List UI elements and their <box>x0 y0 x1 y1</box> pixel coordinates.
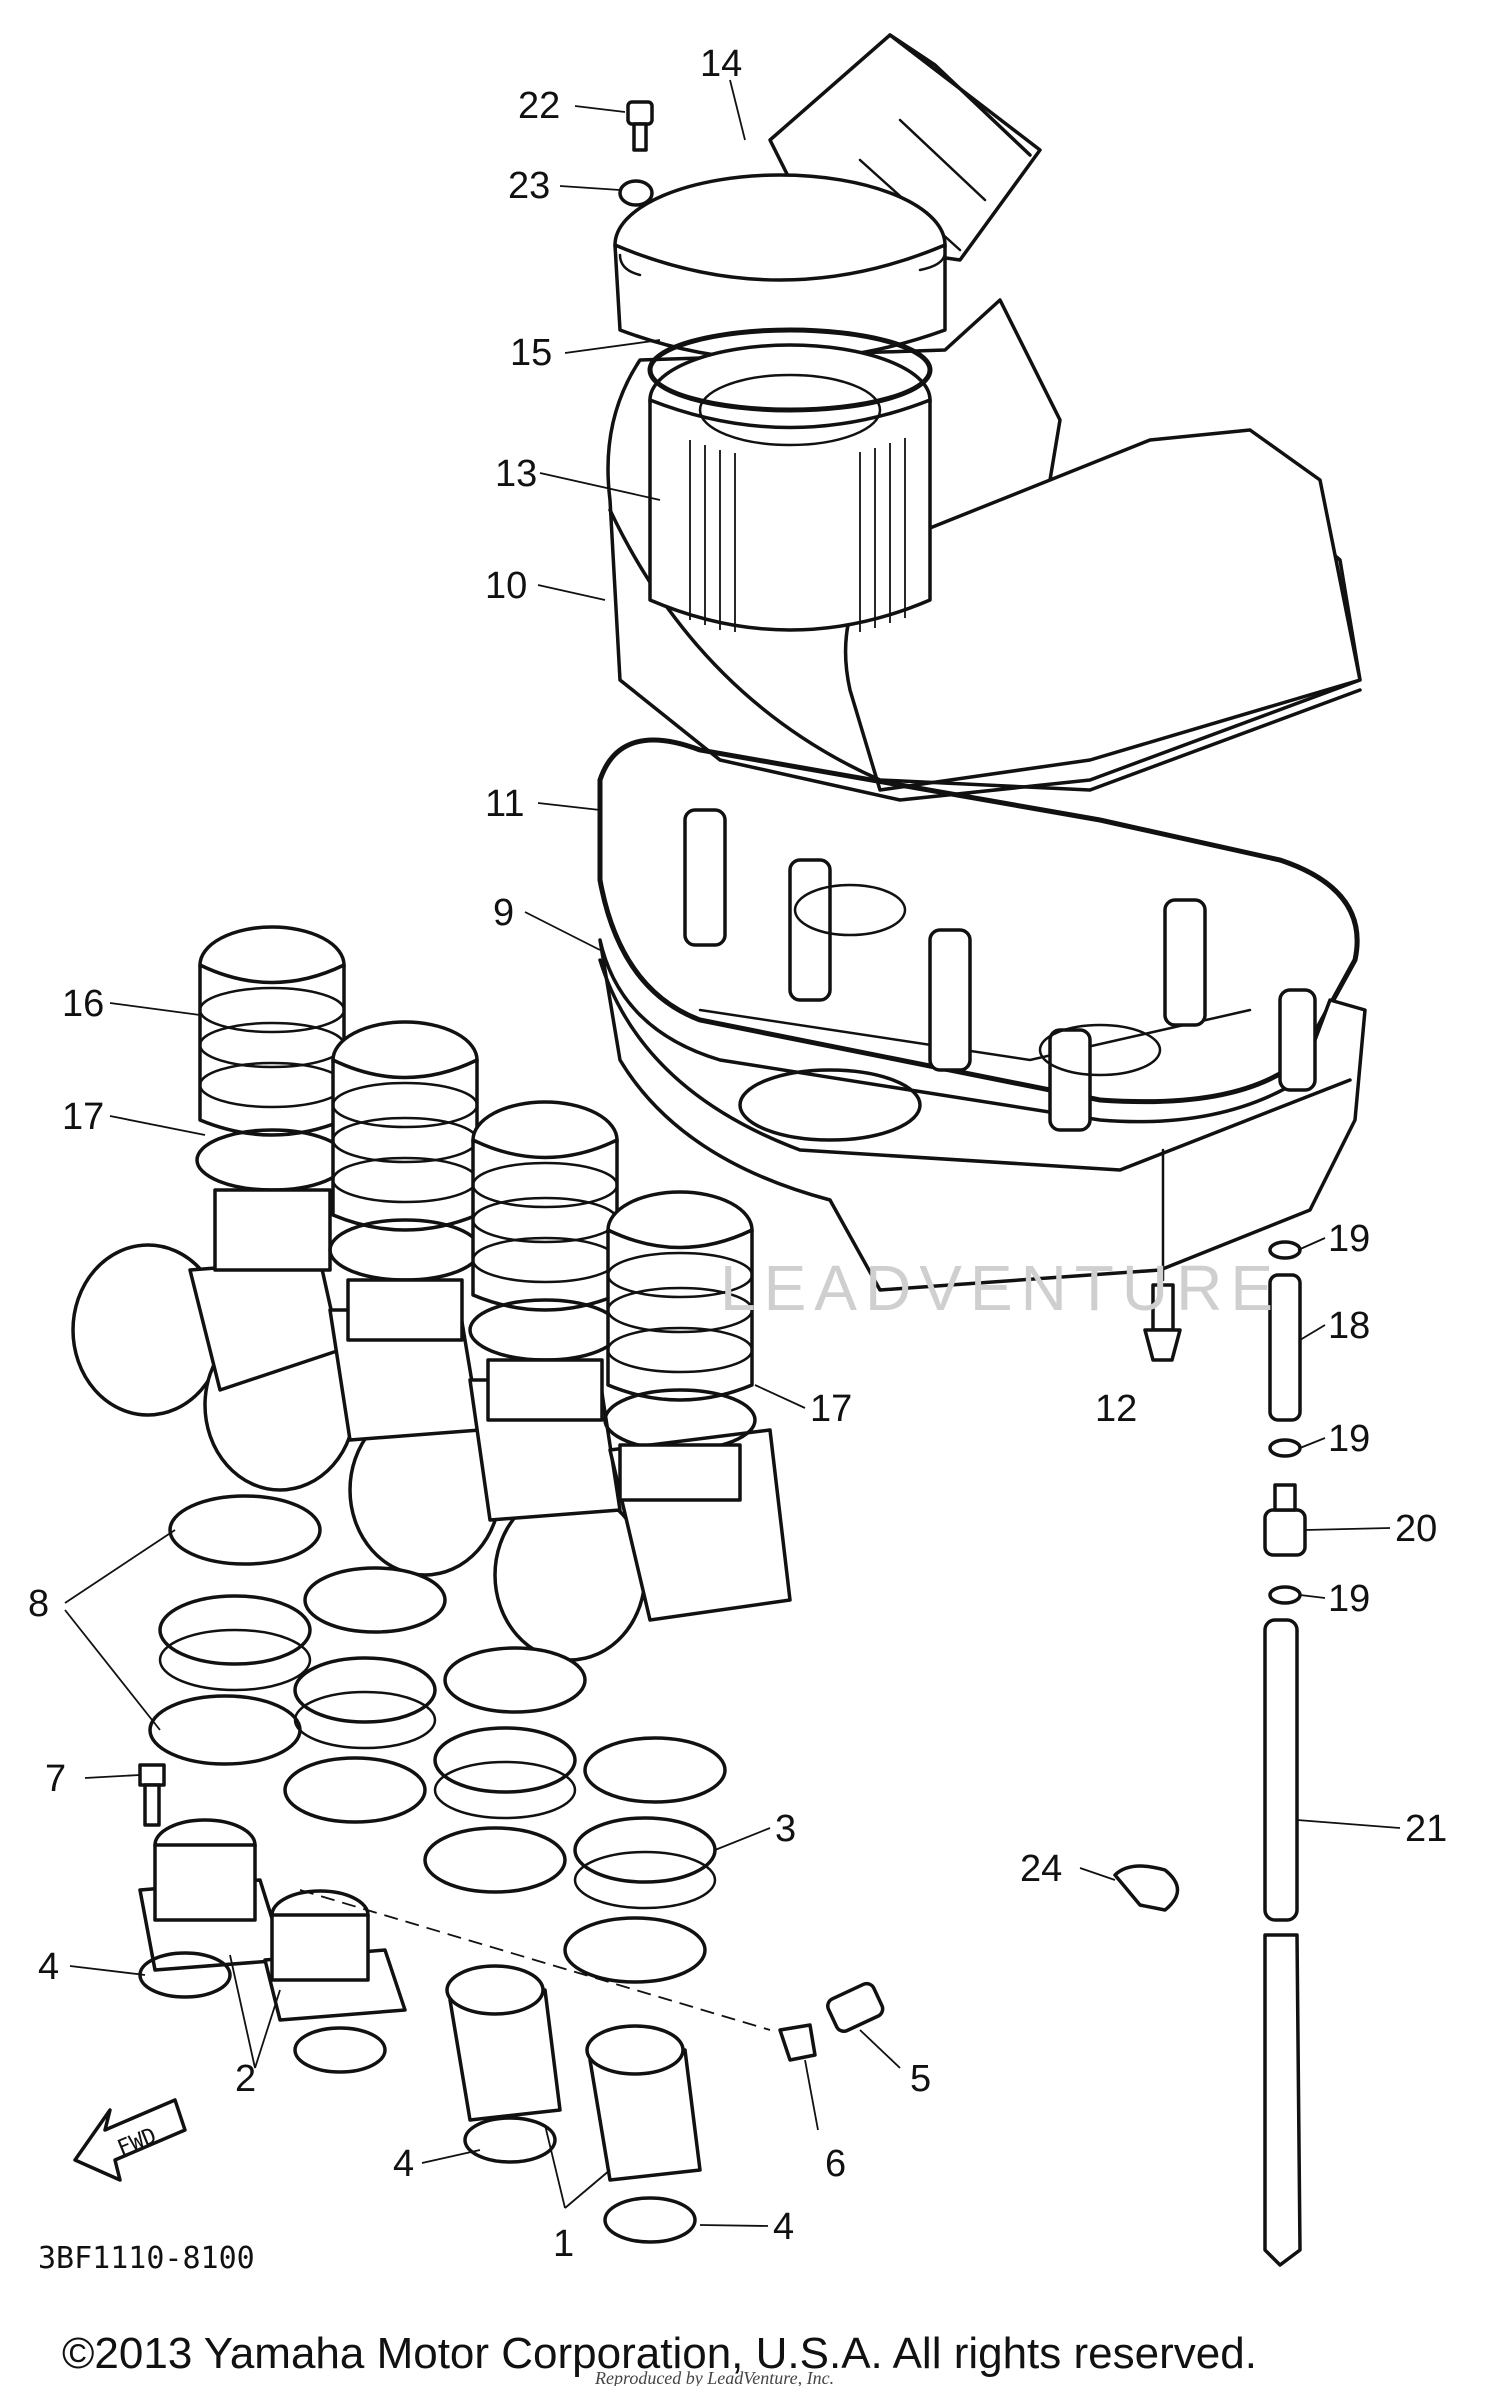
intake-manifolds <box>138 1818 702 2244</box>
callouts: 22 14 23 15 13 10 11 9 16 17 19 18 12 17… <box>28 43 1447 2265</box>
callout-19c: 19 <box>1328 1578 1370 1620</box>
hose-clamp <box>1268 1585 1302 1605</box>
callout-14: 14 <box>700 43 742 85</box>
callout-8: 8 <box>28 1583 49 1625</box>
callout-4: 4 <box>38 1946 59 1988</box>
clip <box>778 2023 817 2062</box>
callout-17b: 17 <box>810 1388 852 1430</box>
callout-7: 7 <box>45 1758 66 1800</box>
reproduced-note: Reproduced by LeadVenture, Inc. <box>594 2368 834 2386</box>
callout-1: 1 <box>553 2223 574 2265</box>
callout-9: 9 <box>493 892 514 934</box>
callout-17: 17 <box>62 1096 104 1138</box>
fwd-arrow: FWD <box>73 2098 187 2182</box>
screw <box>1143 1148 1182 1362</box>
leader-lines <box>64 79 1401 2227</box>
callout-16: 16 <box>62 983 104 1025</box>
watermark: LEADVENTURE <box>720 1252 1281 1324</box>
hose-clamp <box>1268 1438 1302 1458</box>
washer <box>618 179 654 207</box>
hose-clip <box>1113 1864 1180 1912</box>
callout-13: 13 <box>495 453 537 495</box>
drain-hose <box>1263 1618 1299 1922</box>
callout-6: 6 <box>825 2143 846 2185</box>
callout-12: 12 <box>1095 1388 1137 1430</box>
callout-22: 22 <box>518 85 560 127</box>
bolt <box>626 100 654 152</box>
air-box-case <box>598 808 1367 1292</box>
carburetor-bank <box>71 925 792 1662</box>
callout-20: 20 <box>1395 1508 1437 1550</box>
callout-4c: 4 <box>773 2206 794 2248</box>
callout-21: 21 <box>1405 1808 1447 1850</box>
callout-5: 5 <box>910 2058 931 2100</box>
callout-2: 2 <box>235 2058 256 2100</box>
callout-10: 10 <box>485 565 527 607</box>
copyright: ©2013 Yamaha Motor Corporation, U.S.A. A… <box>62 2329 1257 2378</box>
callout-15: 15 <box>510 332 552 374</box>
part-code: 3BF1110-8100 <box>38 2241 255 2276</box>
seal-ring <box>647 327 933 413</box>
check-valve <box>1263 1508 1307 1557</box>
vent-hose-assembly <box>1113 1240 1307 2267</box>
callout-24: 24 <box>1020 1848 1062 1890</box>
hose <box>1268 1273 1302 1422</box>
air-filter-element <box>648 343 932 632</box>
callout-19: 19 <box>1328 1218 1370 1260</box>
callout-18: 18 <box>1328 1305 1370 1347</box>
cap-plug <box>826 1981 885 2033</box>
callout-4b: 4 <box>393 2143 414 2185</box>
callout-19b: 19 <box>1328 1418 1370 1460</box>
callout-11: 11 <box>485 783 524 825</box>
callout-3: 3 <box>775 1808 796 1850</box>
screw-small <box>138 1763 166 1827</box>
callout-23: 23 <box>508 165 550 207</box>
intake-joints <box>148 1494 727 1984</box>
